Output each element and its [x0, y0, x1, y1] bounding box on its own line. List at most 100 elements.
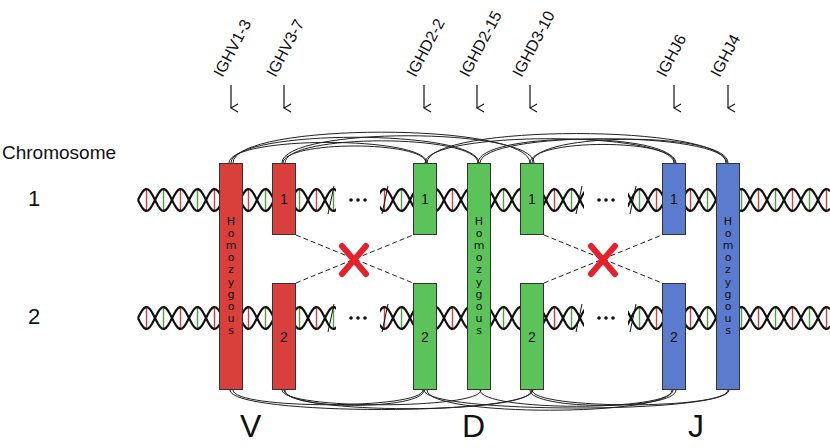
base-pair	[503, 307, 504, 329]
break-slash	[382, 186, 388, 214]
base-pair	[758, 189, 759, 211]
gene-name: IGHJ4	[707, 32, 744, 80]
pairing-arc	[532, 139, 728, 163]
allele-number: 2	[528, 329, 536, 345]
pairing-arc	[425, 139, 674, 163]
base-pair	[248, 189, 249, 211]
base-pair	[316, 307, 317, 329]
base-pair	[792, 307, 793, 329]
allele-number: 2	[670, 329, 678, 345]
pointer-arrows	[231, 85, 728, 108]
segment-letter: V	[240, 408, 261, 445]
gene-name: IGHV3-7	[263, 17, 308, 80]
break-slash	[630, 186, 636, 214]
segment-label: Homozygous	[474, 216, 485, 337]
break-gap	[336, 184, 380, 216]
base-pair	[214, 307, 215, 329]
base-pair	[299, 189, 300, 211]
base-pair	[214, 189, 215, 211]
segment-label: Homozygous	[226, 216, 237, 337]
base-pair	[656, 189, 657, 211]
gene-segment: 1	[413, 163, 437, 235]
pairing-arc	[229, 142, 427, 163]
chromosome-number: 1	[28, 186, 40, 212]
pairing-arc	[530, 144, 676, 163]
base-pair	[758, 307, 759, 329]
base-pair	[792, 189, 793, 211]
base-pair	[571, 189, 572, 211]
base-pair	[741, 189, 742, 211]
homozygous-segment: Homozygous	[467, 163, 491, 390]
base-pair	[690, 189, 691, 211]
gene-name: IGHV1-3	[210, 17, 255, 80]
gene-name: IGHD2-2	[403, 16, 449, 80]
base-pair	[503, 189, 504, 211]
ellipsis-dot	[611, 316, 615, 320]
ellipsis-dot	[349, 316, 353, 320]
gene-segment: 2	[272, 283, 296, 390]
gene-segment: 1	[272, 163, 296, 235]
base-pair	[741, 307, 742, 329]
base-pair	[554, 189, 555, 211]
ellipsis-dot	[604, 316, 608, 320]
gene-name: IGHD2-15	[456, 8, 506, 80]
ellipsis-dot	[597, 198, 601, 202]
ellipsis-dot	[349, 198, 353, 202]
pairing-arc	[532, 390, 728, 405]
allele-number: 1	[528, 191, 536, 207]
chromosome-number: 2	[28, 304, 40, 330]
base-pair	[248, 307, 249, 329]
ellipsis-dot	[356, 198, 360, 202]
base-pair	[452, 189, 453, 211]
base-pair	[265, 189, 266, 211]
pairing-arc	[233, 132, 530, 163]
break-gap	[584, 302, 628, 334]
ellipsis-dot	[611, 198, 615, 202]
segment-letter: D	[462, 408, 485, 445]
base-pair	[707, 307, 708, 329]
pairing-arc	[285, 390, 424, 405]
base-pair	[656, 307, 657, 329]
excluded-pairing	[544, 235, 662, 283]
ellipsis-dot	[597, 316, 601, 320]
pairing-arc	[424, 390, 729, 408]
red-cross	[591, 246, 615, 274]
gene-segment: 2	[413, 283, 437, 390]
gene-segment: 2	[520, 283, 544, 390]
excluded-pairing	[544, 235, 662, 283]
break-slash	[576, 304, 582, 332]
pairing-arc	[480, 139, 727, 163]
base-pair	[180, 189, 181, 211]
red-cross	[591, 246, 615, 274]
allele-number: 1	[280, 191, 288, 207]
pairing-arc	[230, 390, 533, 410]
base-pair	[826, 307, 827, 329]
base-pair	[163, 189, 164, 211]
base-pair	[197, 189, 198, 211]
base-pair	[401, 189, 402, 211]
chromosome-title: Chromosome	[2, 142, 116, 164]
base-pair	[265, 307, 266, 329]
ellipsis-dot	[604, 198, 608, 202]
base-pair	[707, 189, 708, 211]
break-slash	[576, 186, 582, 214]
allele-number: 2	[280, 329, 288, 345]
break-gap	[584, 184, 628, 216]
excluded-pairing	[296, 235, 413, 283]
base-pair	[452, 307, 453, 329]
homozygous-segment: Homozygous	[716, 163, 740, 390]
base-pair	[690, 307, 691, 329]
break-slash	[630, 304, 636, 332]
base-pair	[639, 307, 640, 329]
allele-number: 2	[421, 329, 429, 345]
homozygous-segment: Homozygous	[219, 163, 243, 390]
base-pair	[146, 189, 147, 211]
ellipsis-dot	[356, 316, 360, 320]
break-slash	[382, 304, 388, 332]
base-pair	[639, 189, 640, 211]
base-pair	[826, 189, 827, 211]
base-pair	[163, 307, 164, 329]
red-cross	[342, 246, 366, 274]
allele-number: 1	[421, 191, 429, 207]
